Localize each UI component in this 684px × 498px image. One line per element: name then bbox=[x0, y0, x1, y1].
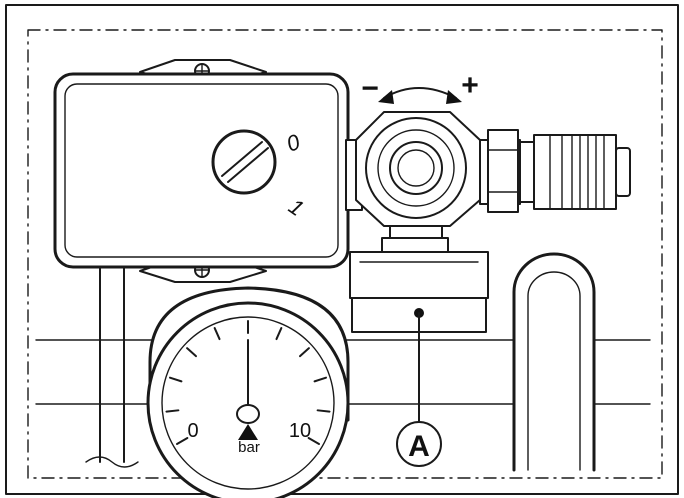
gauge-tick bbox=[213, 327, 221, 341]
gauge-needle-hub bbox=[236, 404, 260, 424]
callout-circle bbox=[396, 421, 442, 467]
arrow-right-head-icon bbox=[446, 90, 462, 104]
gauge-tick bbox=[275, 327, 283, 341]
u-pipe bbox=[512, 252, 596, 472]
gauge-tick bbox=[313, 376, 327, 383]
dashdot-boundary bbox=[27, 29, 663, 479]
callout-label: A bbox=[408, 430, 430, 463]
dial-knob bbox=[211, 129, 277, 195]
gauge-tick bbox=[316, 409, 331, 413]
filter-housing bbox=[349, 251, 489, 333]
gauge-tick bbox=[307, 437, 321, 445]
u-pipe-inner-line bbox=[527, 271, 581, 471]
plus-label: + bbox=[461, 69, 479, 102]
capillary-tube bbox=[85, 267, 139, 468]
gauge-ticks bbox=[165, 320, 331, 445]
gauge-max-label: 10 bbox=[289, 420, 311, 442]
callout-a: A bbox=[396, 312, 442, 467]
outer-frame bbox=[5, 4, 679, 495]
gauge-tick bbox=[165, 409, 180, 413]
gauge-tick bbox=[186, 347, 197, 358]
valve-assembly bbox=[345, 111, 631, 257]
minus-label: − bbox=[361, 72, 379, 105]
gauge-tick bbox=[299, 347, 310, 358]
valve-body bbox=[365, 117, 467, 219]
gauge-tick bbox=[169, 376, 183, 383]
gauge-unit-label: bar bbox=[238, 439, 260, 456]
arrow-left-head-icon bbox=[378, 90, 394, 104]
gauge-needle-base bbox=[238, 424, 258, 440]
quick-coupler bbox=[533, 134, 617, 210]
adjustment-arrow: − + bbox=[361, 69, 479, 105]
pressure-gauge: 0 10 bar bbox=[146, 286, 350, 498]
gauge-min-label: 0 bbox=[187, 420, 198, 442]
gauge-tick bbox=[175, 437, 189, 445]
control-box: 0 1 bbox=[53, 59, 350, 283]
